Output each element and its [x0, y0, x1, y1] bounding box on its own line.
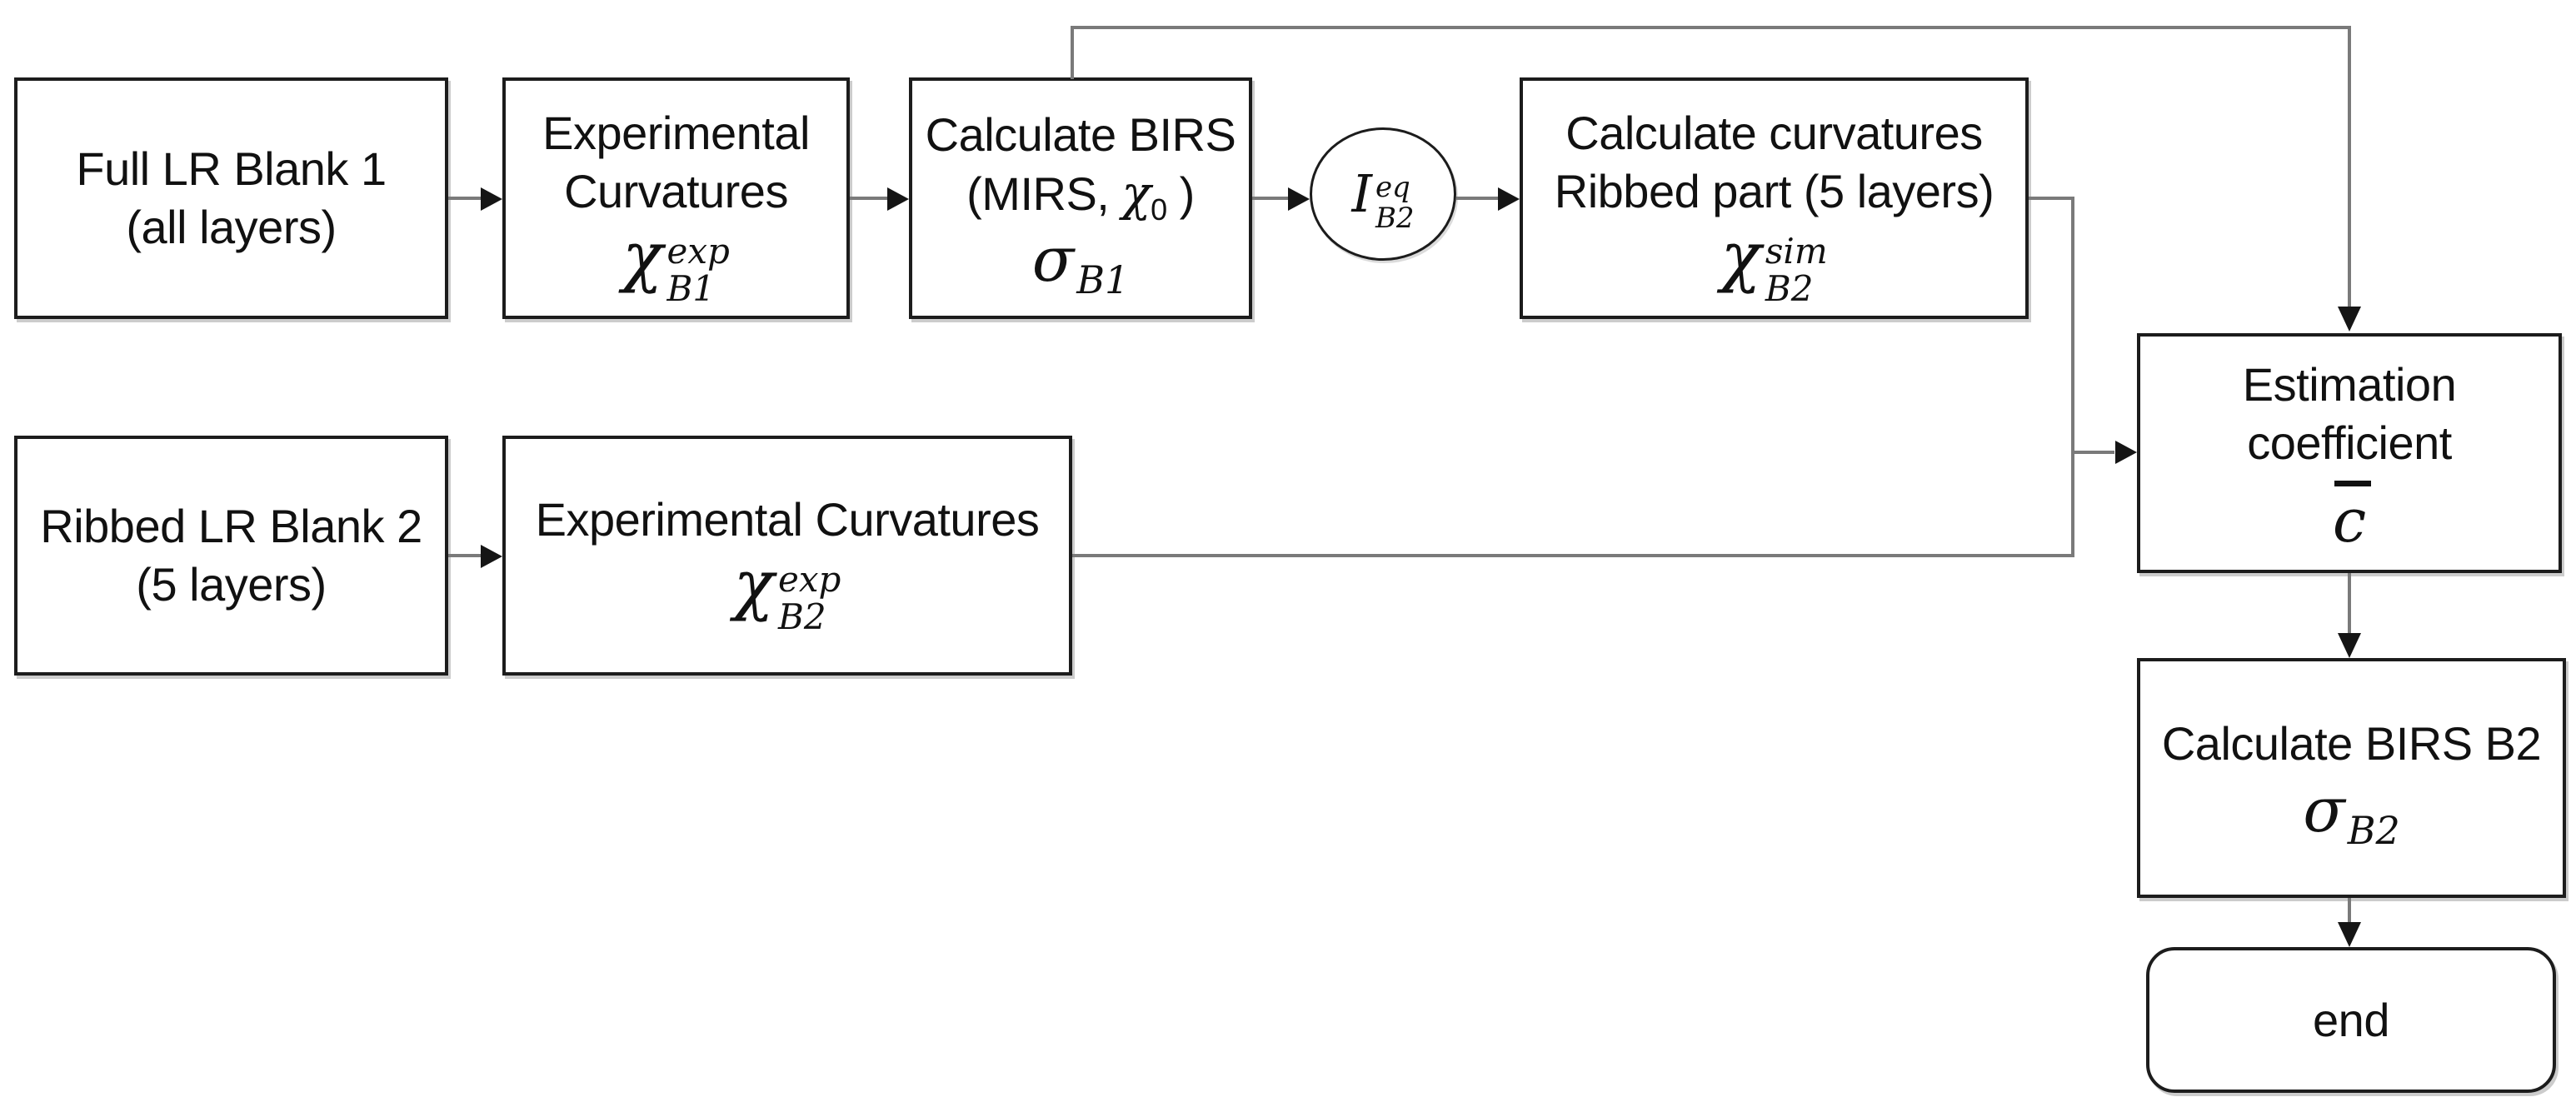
math-superscript: exp — [778, 558, 841, 600]
node-text: coefficient — [2247, 416, 2452, 469]
math-symbol: χ — [622, 217, 663, 295]
arrowhead — [1498, 187, 1520, 211]
math-subscript: B1 — [666, 267, 716, 309]
node-text: Estimation — [2242, 358, 2457, 411]
arrowhead — [1288, 187, 1310, 211]
overbar-decoration — [2334, 481, 2371, 486]
arrowhead — [481, 545, 502, 568]
math-symbol: σ — [1031, 224, 1075, 296]
math-superscript: exp — [666, 230, 730, 272]
math-subscript: B2 — [1375, 201, 1415, 235]
connector-circle-to-calccurv — [1456, 197, 1500, 200]
node-text: Full LR Blank 1 — [76, 142, 387, 195]
node-text: (MIRS, χ0 ) — [966, 164, 1195, 229]
math-subscript: B2 — [1765, 267, 1814, 309]
connector-top-stub-vertical — [1071, 27, 1074, 79]
connector-blank1-to-expcurv — [448, 197, 482, 200]
math-chi-0: χ — [1121, 165, 1151, 222]
arrowhead — [2338, 922, 2361, 947]
node-ribbed-lr-blank-2: Ribbed LR Blank 2 (5 layers) — [14, 436, 448, 676]
connector-top-horizontal — [1071, 26, 2351, 29]
node-text: (all layers) — [126, 201, 337, 253]
node-text: Ribbed part (5 layers) — [1554, 164, 1994, 217]
arrowhead — [2338, 307, 2361, 332]
node-text: Experimental Curvatures — [535, 492, 1040, 546]
math-symbol: σ — [2303, 775, 2345, 846]
math-subscript: B2 — [2347, 808, 2400, 853]
end-label: end — [2313, 993, 2389, 1046]
math-superscript: eq — [1375, 170, 1410, 204]
node-text: Calculate curvatures — [1565, 106, 1983, 159]
connector-estimation-to-birsb2 — [2348, 573, 2351, 636]
c-bar-symbol: c — [2333, 479, 2371, 551]
node-text: Calculate BIRS — [925, 108, 1236, 161]
connector-top-down-vertical — [2348, 26, 2351, 308]
node-estimation-coefficient: Estimation coefficient c — [2137, 333, 2562, 573]
connector-blank2-to-expcurvb2 — [448, 554, 482, 557]
node-text: Curvatures — [564, 164, 788, 217]
arrowhead — [2338, 633, 2361, 658]
connector-into-estimation — [2071, 451, 2114, 454]
node-text: (5 layers) — [136, 558, 327, 611]
connector-calccurv-stub — [2029, 197, 2074, 200]
math-symbol: χ — [1720, 217, 1761, 295]
node-text: Ribbed LR Blank 2 — [40, 500, 422, 552]
connector-birsb2-to-end — [2348, 898, 2351, 924]
arrowhead — [2115, 441, 2137, 464]
math-superscript: sim — [1765, 230, 1828, 272]
math-subscript: 0 — [1151, 192, 1167, 227]
connector-expcurvb2-horizontal — [1072, 554, 2074, 557]
arrowhead — [887, 187, 909, 211]
connector-expcurv-to-calcbirs — [850, 197, 889, 200]
node-text: Calculate BIRS B2 — [2161, 717, 2542, 770]
node-full-lr-blank-1: Full LR Blank 1 (all layers) — [14, 77, 448, 319]
node-end: end — [2146, 947, 2556, 1093]
arrowhead — [481, 187, 502, 211]
connector-merge-vertical — [2071, 197, 2074, 557]
math-c-bar: c — [2333, 479, 2371, 551]
connector-calcbirs-to-circle — [1252, 197, 1290, 200]
node-text: Experimental — [542, 106, 810, 159]
math-symbol: χ — [733, 546, 775, 623]
math-subscript: B2 — [778, 596, 826, 637]
math-symbol: I — [1351, 163, 1372, 224]
node-calculate-curvatures-ribbed: Calculate curvatures Ribbed part (5 laye… — [1520, 77, 2029, 319]
math-subscript: B1 — [1076, 257, 1130, 302]
